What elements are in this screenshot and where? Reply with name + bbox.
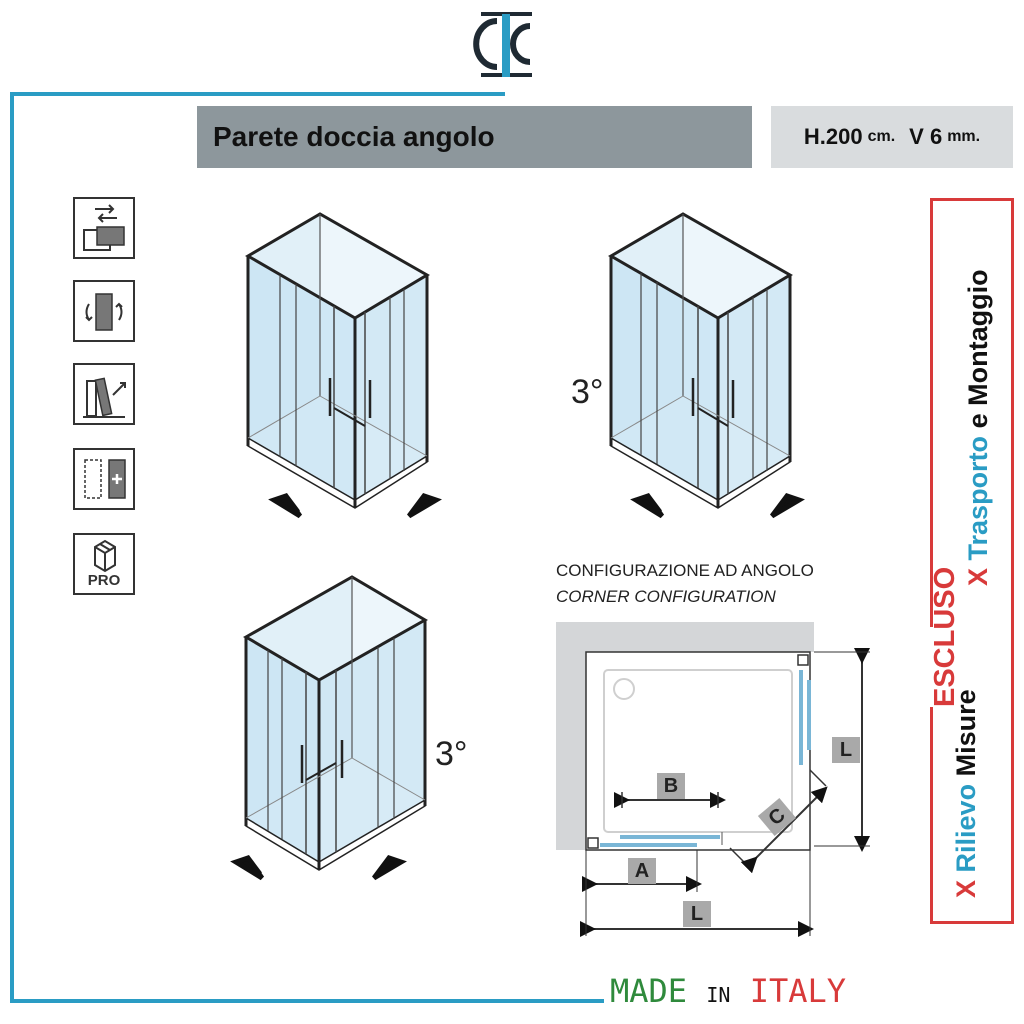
- height-value: H.200: [803, 124, 863, 149]
- shower-diagram-3: [230, 575, 428, 881]
- tilt-angle-label-bottom: 3°: [435, 735, 468, 773]
- brand-logo: [473, 12, 532, 77]
- feature-icon-pro: PRO: [73, 533, 135, 595]
- escluso-trasporto-montaggio: X Trasporto e Montaggio: [963, 269, 993, 586]
- escluso-box: [930, 198, 1014, 924]
- extensible-profile-icon: [84, 459, 126, 499]
- shower-diagram-1: [245, 212, 442, 519]
- feature-icon-reversible: [73, 280, 135, 342]
- made-word: MADE: [610, 972, 688, 1010]
- pro-package-icon: [94, 539, 116, 573]
- dim-label-b: B: [657, 773, 685, 799]
- dim-label-l-side: L: [832, 737, 860, 763]
- dim-label-l-bottom: L: [683, 901, 711, 927]
- title-bar: Parete doccia angolo: [197, 106, 752, 168]
- page-title: Parete doccia angolo: [213, 121, 495, 152]
- corner-configuration-plan: [556, 622, 870, 937]
- italy-word: ITALY: [749, 972, 847, 1010]
- tilt-adjust-icon: [83, 377, 126, 418]
- in-word: IN: [706, 983, 731, 1007]
- height-unit: cm.: [867, 128, 896, 145]
- dim-label-a: A: [628, 858, 656, 884]
- escluso-rilievo-misure: X Rilievo Misure: [951, 689, 981, 898]
- config-title-it: CONFIGURAZIONE AD ANGOLO: [556, 561, 814, 580]
- feature-icon-sliding: [73, 197, 135, 259]
- sliding-door-icon: [83, 204, 125, 251]
- shower-diagram-2: [608, 212, 805, 519]
- reversible-icon: [85, 293, 123, 331]
- tilt-angle-label: 3°: [571, 373, 604, 411]
- glass-value: V 6: [909, 124, 943, 149]
- pro-label: PRO: [87, 572, 121, 589]
- glass-unit: mm.: [947, 128, 981, 145]
- made-in-italy: MADE IN ITALY: [610, 972, 846, 1010]
- config-title-en: CORNER CONFIGURATION: [556, 587, 776, 606]
- feature-icon-extensible: [73, 448, 135, 510]
- feature-icon-tilt: [73, 363, 135, 425]
- spec-box: H.200 cm. V 6 mm.: [771, 106, 1013, 168]
